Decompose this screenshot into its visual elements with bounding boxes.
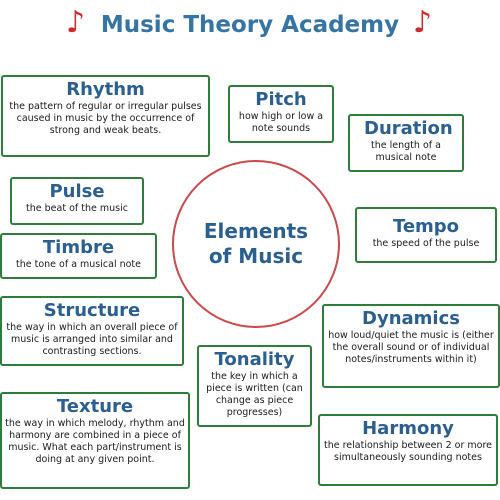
structure-title: Structure bbox=[43, 300, 141, 321]
pitch-description: how high or low a note sounds bbox=[238, 111, 324, 134]
tonality-description: the key in which a piece is written (can… bbox=[206, 371, 303, 418]
pitch-card: Pitch how high or low a note sounds bbox=[228, 85, 334, 143]
rhythm-title: Rhythm bbox=[66, 79, 145, 100]
dynamics-title: Dynamics bbox=[362, 308, 460, 329]
pitch-title: Pitch bbox=[255, 89, 307, 110]
pulse-description: the beat of the music bbox=[26, 203, 128, 214]
timbre-description: the tone of a musical note bbox=[15, 259, 142, 270]
structure-card: Structure the way in which an overall pi… bbox=[0, 296, 184, 366]
harmony-description: the relationship between 2 or more simul… bbox=[324, 440, 492, 463]
pulse-title: Pulse bbox=[49, 181, 105, 202]
harmony-card: Harmony the relationship between 2 or mo… bbox=[318, 414, 498, 486]
structure-description: the way in which an overall piece of mus… bbox=[6, 322, 178, 357]
elements-of-music-circle: Elements of Music bbox=[172, 160, 340, 328]
music-note-icon: ♪ bbox=[66, 5, 86, 40]
duration-card: Duration the length of a musical note bbox=[348, 114, 464, 172]
tempo-title: Tempo bbox=[392, 216, 460, 237]
tempo-card: Tempo the speed of the pulse bbox=[355, 207, 497, 263]
tempo-description: the speed of the pulse bbox=[372, 238, 480, 249]
duration-title: Duration bbox=[364, 118, 453, 139]
pulse-card: Pulse the beat of the music bbox=[10, 177, 144, 225]
timbre-card: Timbre the tone of a musical note bbox=[0, 233, 157, 279]
timbre-title: Timbre bbox=[42, 237, 115, 258]
dynamics-description: how loud/quiet the music is (either the … bbox=[328, 330, 494, 365]
music-note-icon: ♪ bbox=[413, 5, 433, 40]
tonality-card: Tonality the key in which a piece is wri… bbox=[197, 345, 312, 427]
rhythm-card: Rhythm the pattern of regular or irregul… bbox=[1, 75, 210, 157]
duration-description: the length of a musical note bbox=[371, 140, 441, 163]
tonality-title: Tonality bbox=[214, 349, 295, 370]
texture-title: Texture bbox=[56, 396, 134, 417]
center-label: Elements of Music bbox=[203, 219, 309, 268]
harmony-title: Harmony bbox=[362, 418, 454, 439]
dynamics-card: Dynamics how loud/quiet the music is (ei… bbox=[322, 304, 500, 388]
page-title: Music Theory Academy bbox=[100, 12, 400, 38]
texture-description: the way in which melody, rhythm and harm… bbox=[5, 418, 185, 465]
texture-card: Texture the way in which melody, rhythm … bbox=[0, 392, 190, 489]
rhythm-description: the pattern of regular or irregular puls… bbox=[9, 101, 202, 136]
